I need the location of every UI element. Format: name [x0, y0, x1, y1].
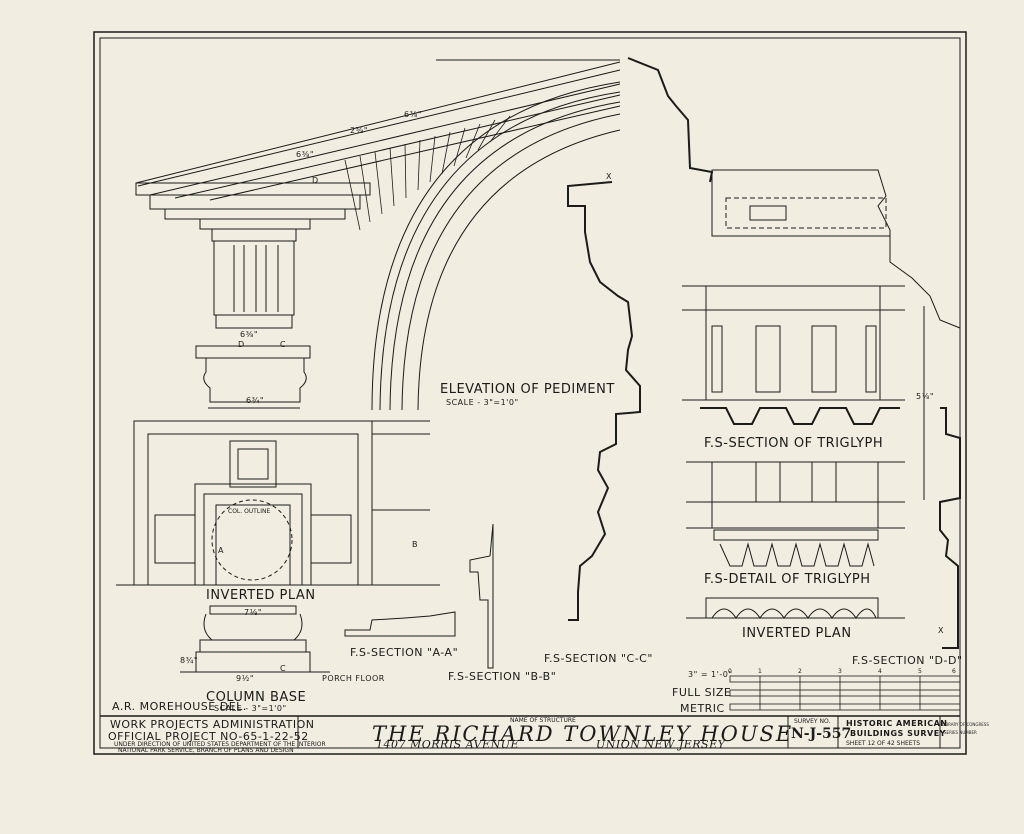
porch-floor-label: PORCH FLOOR	[322, 674, 385, 683]
dim-label: 6⅜"	[296, 150, 315, 159]
survey-caption: SURVEY NO.	[794, 718, 831, 725]
dim-label: 2⅜"	[350, 126, 369, 135]
agency-line2: OFFICIAL PROJECT NO-65-1-22-52	[108, 730, 309, 743]
triglyph-elevation	[682, 169, 961, 401]
detail-triglyph-label: F.S-DETAIL OF TRIGLYPH	[704, 572, 871, 587]
column-base	[180, 605, 330, 673]
arch	[371, 81, 621, 411]
triglyph-section	[700, 407, 900, 425]
elevation-title: ELEVATION OF PEDIMENT	[440, 382, 615, 397]
address: 1407 MORRIS AVENUE	[376, 738, 520, 751]
title-block-frame	[100, 715, 960, 748]
section-aa	[344, 611, 456, 637]
scale-tick: 5	[918, 668, 922, 675]
section-cc-top	[627, 57, 714, 183]
habs-line2: BUILDINGS SURVEY	[850, 729, 946, 738]
mark-label: X	[938, 626, 944, 635]
scale-bar-label: 3" = 1'-0"	[688, 670, 733, 679]
outer-border	[93, 31, 967, 755]
triglyph-lower	[686, 461, 905, 567]
scale-metric: METRIC	[680, 702, 725, 715]
scale-bar-graphic	[729, 675, 961, 711]
dim-label: 5⅞"	[916, 392, 935, 401]
section-bb-label: F.S-SECTION "B-B"	[448, 670, 557, 683]
section-dd-label: F.S-SECTION "D-D"	[852, 654, 963, 667]
scale-full-size: FULL SIZE	[672, 686, 732, 699]
delineator: A.R. MOREHOUSE DEL.	[112, 700, 247, 713]
column-base-label: COLUMN BASE	[206, 690, 307, 705]
mark-label: A	[218, 546, 224, 555]
sheet-number: SHEET 12 OF 42 SHEETS	[846, 740, 921, 747]
city: UNION NEW JERSEY	[596, 738, 726, 751]
inverted-plan-left-label: INVERTED PLAN	[206, 588, 316, 603]
dim-label: 6⅜"	[240, 330, 259, 339]
structure-name: THE RICHARD TOWNLEY HOUSE	[372, 722, 794, 746]
section-dd	[939, 407, 961, 649]
dim-label: 8¾"	[180, 656, 199, 665]
dim-label: 6⅜"	[404, 110, 423, 119]
scale-tick: 4	[878, 668, 882, 675]
mark-label: X	[606, 172, 612, 181]
habs-line1: HISTORIC AMERICAN	[846, 719, 948, 728]
library-line2: SERIES NUMBER	[944, 730, 977, 735]
mark-label: B	[412, 540, 418, 549]
dim-label: 9½"	[236, 674, 255, 683]
mark-label: C	[280, 340, 287, 349]
section-cc-label: F.S-SECTION "C-C"	[544, 652, 653, 665]
mark-label: D	[238, 340, 245, 349]
section-aa-label: F.S-SECTION "A-A"	[350, 646, 459, 659]
scale-tick: 0	[728, 668, 732, 675]
col-outline-label: COL. OUTLINE	[228, 508, 271, 515]
section-bb	[469, 523, 494, 669]
agency-line1: WORK PROJECTS ADMINISTRATION	[110, 718, 315, 731]
scale-tick: 3	[838, 668, 842, 675]
inverted-plan-right-label: INVERTED PLAN	[742, 626, 852, 641]
column-capital	[135, 182, 371, 409]
elevation-scale: SCALE - 3"=1'0"	[446, 398, 519, 407]
agency-line3: UNDER DIRECTION OF UNITED STATES DEPARTM…	[114, 741, 326, 748]
library-line1: LIBRARY OF CONGRESS	[942, 722, 989, 727]
scale-tick: 1	[758, 668, 762, 675]
survey-number: N-J-557	[791, 726, 852, 742]
dim-label: 6¾"	[246, 396, 265, 405]
section-triglyph-label: F.S-SECTION OF TRIGLYPH	[704, 436, 884, 451]
mark-label: C	[280, 664, 287, 673]
mark-label: D	[312, 176, 319, 185]
agency-line4: NATIONAL PARK SERVICE, BRANCH OF PLANS A…	[118, 747, 294, 754]
scale-tick: 2	[798, 668, 802, 675]
dim-label: 7⅛"	[244, 608, 263, 617]
sunburst-fan	[344, 115, 511, 231]
inverted-plan-left	[116, 420, 440, 586]
column-base-scale: SCALE - 3"=1'0"	[214, 704, 287, 713]
scale-tick: 6	[952, 668, 956, 675]
inverted-plan-right	[686, 597, 905, 619]
name-caption: NAME OF STRUCTURE	[510, 717, 576, 724]
section-cc	[567, 181, 641, 621]
